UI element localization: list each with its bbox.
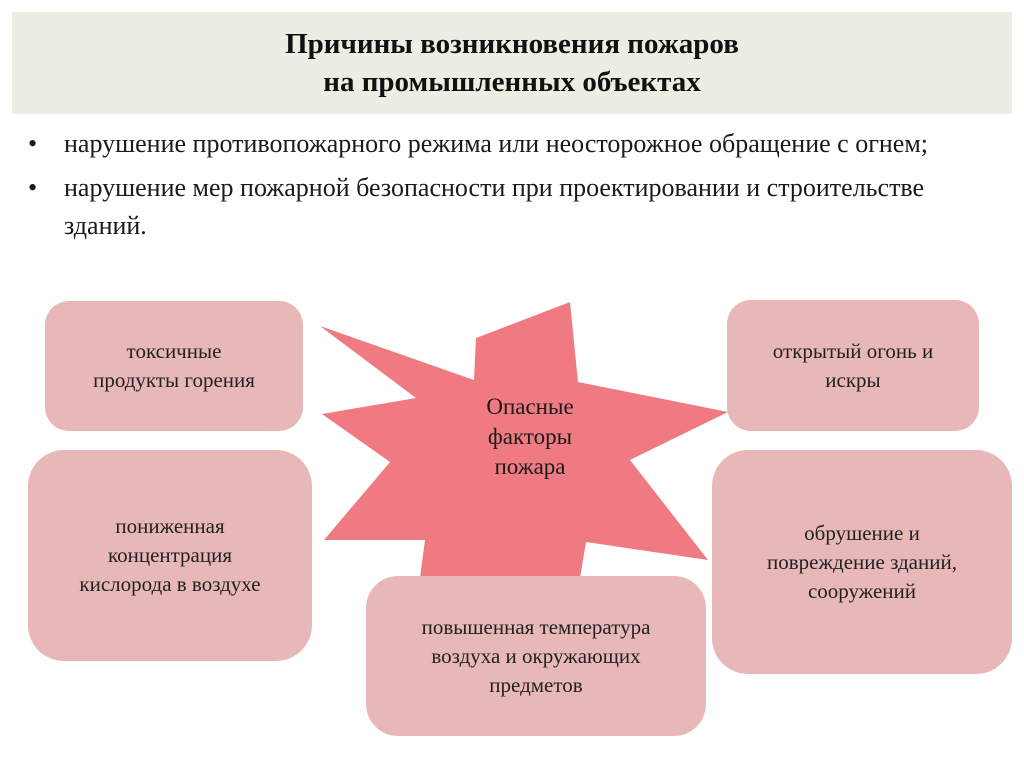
bullet-list: • нарушение противопожарного режима или … (28, 125, 1013, 251)
bullet-text: нарушение мер пожарной безопасности при … (64, 173, 925, 240)
bullet-dot: • (28, 173, 38, 202)
title-line-2: на промышленных объектах (323, 66, 701, 98)
factor-box-line: повреждение зданий, (767, 549, 957, 574)
factor-box-line: обрушение и (804, 520, 920, 545)
factor-box-toxic: токсичные продукты горения (45, 301, 303, 431)
center-label: Опасные факторы пожара (462, 392, 598, 482)
center-label-line: факторы (487, 424, 573, 449)
factor-box-line: токсичные (126, 339, 222, 363)
factor-box-line: кислорода в воздухе (79, 572, 261, 596)
bullet-item: • нарушение противопожарного режима или … (28, 125, 1013, 163)
factor-box-line: сооружений (807, 578, 917, 603)
center-label-line: Опасные (486, 394, 574, 419)
factor-box-line: пониженная (115, 514, 225, 538)
title-bar: Причины возникновения пожаров на промышл… (12, 12, 1012, 114)
bullet-dot: • (28, 129, 38, 158)
starburst-polygon (320, 302, 728, 578)
factor-box-line: воздуха и окружающих (431, 643, 641, 668)
title-line-1: Причины возникновения пожаров (285, 28, 739, 60)
factor-box-line: продукты горения (93, 368, 255, 392)
factor-box-line: повышенная температура (421, 614, 651, 639)
factor-box-temperature: повышенная температура воздуха и окружаю… (366, 576, 706, 736)
factor-box-line: концентрация (107, 543, 233, 567)
factor-box-oxygen: пониженная концентрация кислорода в возд… (28, 450, 312, 661)
factor-box-collapse: обрушение и повреждение зданий, сооружен… (712, 450, 1012, 674)
factor-box-line: предметов (489, 672, 583, 697)
center-label-line: пожара (494, 454, 566, 479)
factor-box-open-fire: открытый огонь и искры (727, 300, 979, 431)
factor-box-line: искры (825, 367, 881, 392)
bullet-item: • нарушение мер пожарной безопасности пр… (28, 169, 1013, 245)
bullet-text: нарушение противопожарного режима или не… (64, 129, 929, 158)
factor-box-line: открытый огонь и (772, 338, 934, 363)
